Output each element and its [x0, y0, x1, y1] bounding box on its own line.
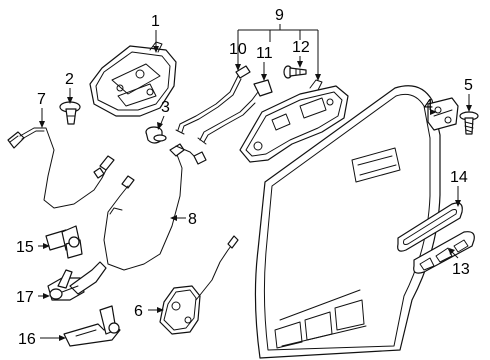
callout-7: 7: [37, 91, 46, 108]
hinge: [45, 225, 83, 259]
callout-17: 17: [16, 289, 34, 306]
screw: [459, 111, 479, 135]
bolt: [283, 65, 307, 79]
callout-2: 2: [65, 71, 74, 88]
callout-labels: 1 2 3 4 5 6 7 8 9 10 11 12 13 14 15 16 1…: [16, 7, 473, 348]
callout-15: 15: [16, 239, 34, 256]
callout-10: 10: [229, 41, 247, 58]
door-striker: [427, 97, 459, 131]
callout-9: 9: [275, 7, 284, 24]
leader-lines: [38, 24, 472, 341]
door-check-bracket: [63, 305, 121, 347]
outside-handle-assembly: [239, 79, 349, 163]
door-lock-actuator: [89, 41, 177, 117]
handle-base: [413, 231, 475, 274]
callout-8: 8: [188, 211, 197, 228]
callout-5: 5: [464, 77, 473, 94]
callout-1: 1: [151, 13, 160, 30]
release-cable: [7, 127, 115, 209]
callout-13: 13: [452, 261, 470, 278]
door-panel: [254, 85, 441, 359]
callout-4: 4: [424, 97, 433, 114]
lock-rod: [197, 79, 273, 145]
door-check: [47, 261, 107, 301]
callout-16: 16: [18, 331, 36, 348]
lower-latch: [159, 235, 239, 335]
callout-12: 12: [292, 39, 310, 56]
handle-rod: [175, 65, 251, 135]
lock-cable: [103, 143, 207, 271]
plug-grommet: [145, 126, 167, 144]
push-pin-clip: [59, 101, 81, 125]
callout-11: 11: [256, 45, 273, 62]
callout-3: 3: [161, 99, 170, 116]
callout-14: 14: [450, 169, 468, 186]
callout-6: 6: [134, 303, 143, 320]
